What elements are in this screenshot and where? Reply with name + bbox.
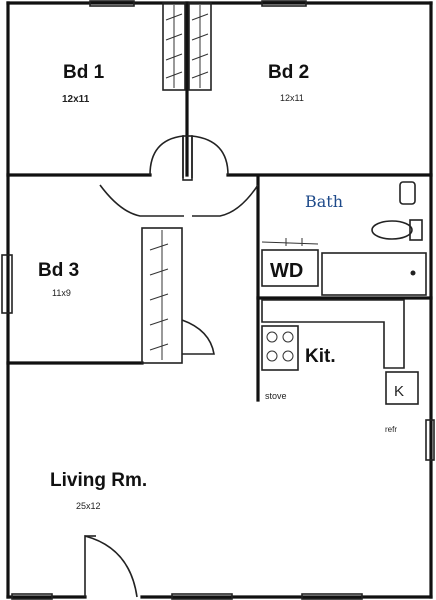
room-size-bd1: 12x11 — [62, 94, 90, 105]
room-label-bd2: Bd 2 — [268, 62, 309, 83]
bath-fixtures — [261, 181, 427, 296]
room-label-bd3: Bd 3 — [38, 260, 79, 281]
bd3-closet — [141, 227, 215, 364]
fridge-mark: K — [394, 383, 404, 400]
toilet — [371, 220, 413, 240]
room-label-kitchen: Kit. — [305, 346, 336, 367]
interior-walls — [6, 1, 433, 402]
sink — [399, 181, 416, 205]
washer-dryer: WD — [261, 249, 319, 287]
stove-label: stove — [265, 391, 287, 401]
bedroom-closets — [162, 2, 212, 91]
exterior-walls — [6, 1, 433, 599]
room-size-bd3: 11x9 — [52, 288, 71, 298]
bathtub — [321, 252, 427, 296]
room-label-bd1: Bd 1 — [63, 62, 105, 83]
hall-doors — [99, 135, 259, 217]
room-size-living: 25x12 — [76, 501, 101, 511]
kitchen-counters: K — [261, 299, 419, 405]
room-size-bd2: 12x11 — [280, 93, 304, 103]
room-label-living: Living Rm. — [50, 470, 147, 491]
room-label-bath: Bath — [305, 192, 343, 211]
fridge-label: refr — [385, 425, 397, 434]
entry-door — [84, 534, 138, 598]
washer-dryer-label: WD — [270, 260, 303, 282]
fridge-icon — [385, 371, 419, 405]
stove-icon — [261, 325, 299, 371]
